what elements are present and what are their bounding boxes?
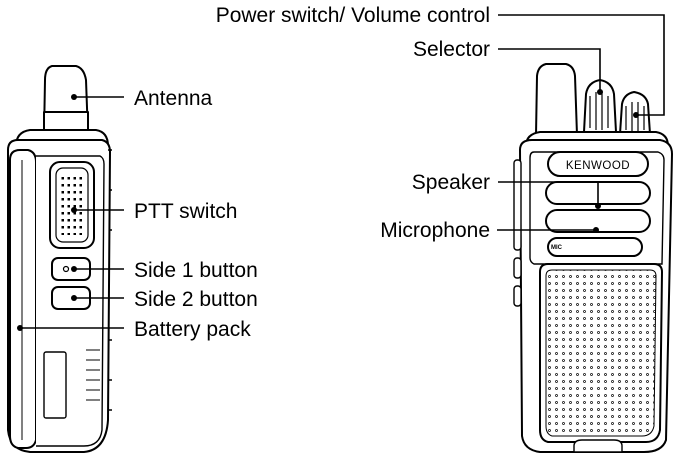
label-antenna: Antenna: [134, 87, 213, 110]
brand-plate: [547, 151, 649, 177]
side-label-window: [43, 351, 67, 419]
microphone-slot: [547, 237, 643, 257]
leader-lines: [17, 14, 665, 331]
label-battery-pack: Battery pack: [134, 318, 251, 341]
radio-side-view: [7, 65, 112, 453]
label-microphone: Microphone: [380, 219, 490, 242]
radio-front-view: KENWOOD MIC: [513, 63, 673, 453]
mic-marking: MIC: [551, 245, 563, 251]
side-battery-pack: [9, 149, 37, 449]
label-side-2-button: Side 2 button: [134, 288, 258, 311]
label-power-volume: Power switch/ Volume control: [216, 4, 490, 27]
label-ptt-switch: PTT switch: [134, 200, 237, 223]
brand-logo: KENWOOD: [566, 160, 630, 172]
front-antenna: [535, 63, 578, 136]
callout-labels: Antenna PTT switch Side 1 button Side 2 …: [134, 4, 490, 341]
label-side-1-button: Side 1 button: [134, 259, 258, 282]
label-speaker: Speaker: [412, 171, 490, 194]
label-selector: Selector: [413, 38, 490, 61]
